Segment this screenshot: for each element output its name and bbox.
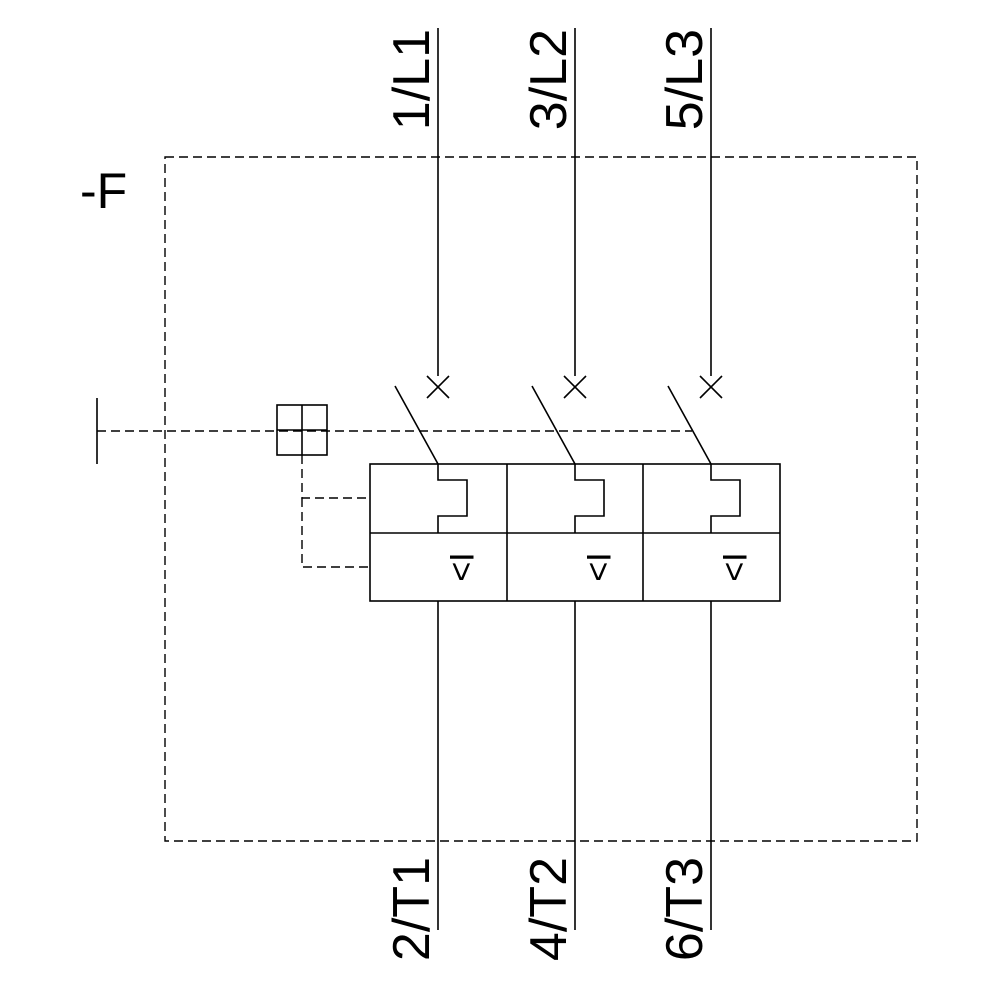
- terminal-label-line-2: 3/L2: [520, 29, 578, 130]
- cross-mark-icon: [563, 375, 587, 399]
- thermal-overload-icon: [574, 464, 605, 533]
- terminal-label-load-2: 4/T2: [520, 857, 578, 961]
- cross-mark-icon: [699, 375, 723, 399]
- linkage-to-magnetic-release: [301, 498, 370, 568]
- latch-mechanism-icon: [276, 404, 328, 456]
- terminal-label-load-1: 2/T1: [383, 857, 441, 961]
- terminal-label-load-3: 6/T3: [656, 857, 714, 961]
- cross-mark-icon: [426, 375, 450, 399]
- switch-contact-icon: [667, 385, 712, 465]
- overcurrent-release-icon: I>: [442, 552, 480, 581]
- overcurrent-release-icon: I>: [579, 552, 617, 581]
- terminal-label-line-1: 1/L1: [383, 29, 441, 130]
- pole-group: I> 1/L1 2/T1 I> 3/L2 4/T2 I> 5/L3 6/T3: [383, 28, 753, 961]
- terminal-label-line-3: 5/L3: [656, 29, 714, 130]
- device-enclosure: [164, 156, 918, 842]
- overcurrent-release-icon: I>: [715, 552, 753, 581]
- thermal-overload-icon: [437, 464, 468, 533]
- switch-contact-icon: [394, 385, 439, 465]
- thermal-overload-icon: [710, 464, 741, 533]
- device-designation: -F: [80, 163, 127, 219]
- switch-contact-icon: [531, 385, 576, 465]
- linkage-to-thermal-release: [301, 455, 370, 499]
